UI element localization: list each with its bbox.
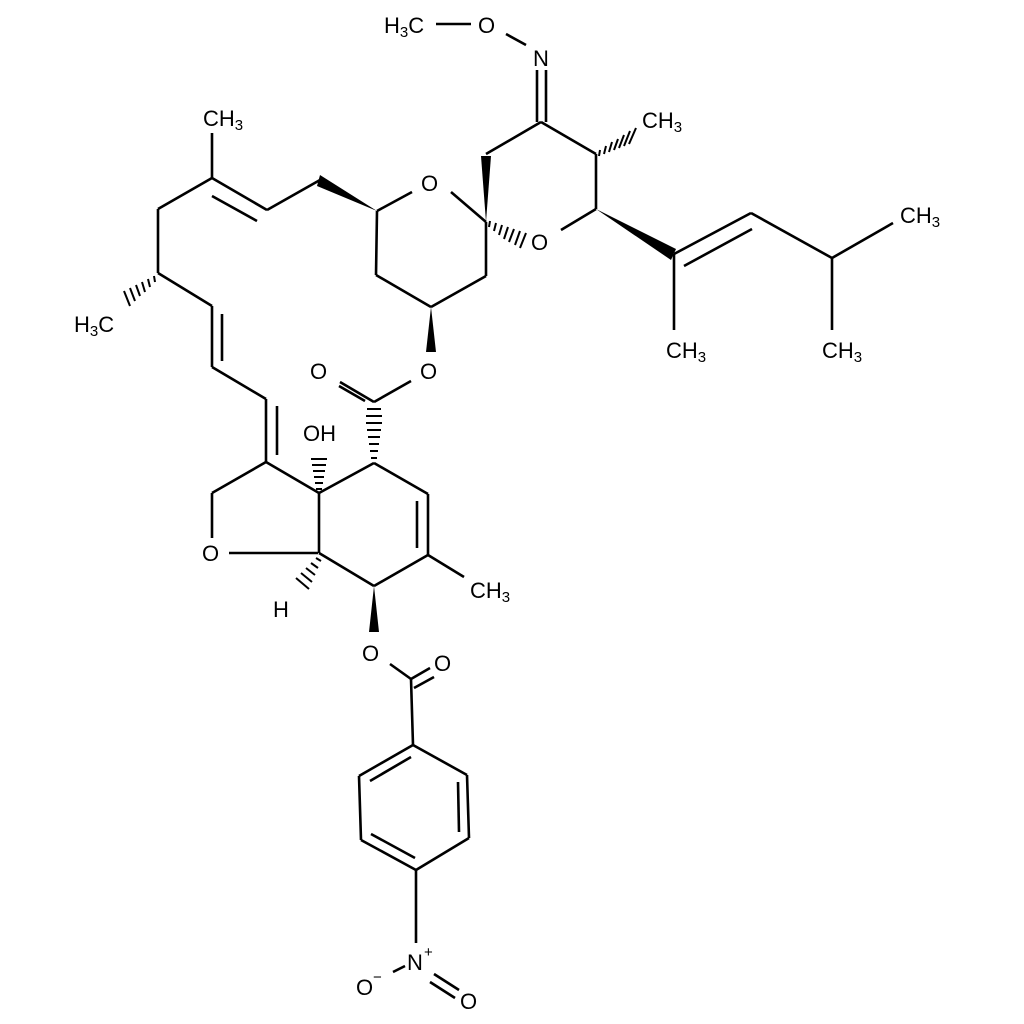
label-side-ch3-left: CH3 — [822, 338, 862, 366]
label-nitro-o-minus-charge: − — [373, 969, 382, 986]
label-oxime-o: O — [478, 13, 495, 38]
atom-labels: H3C O N CH3 O O CH3 CH3 CH3 CH3 H3C O O … — [74, 13, 940, 1014]
label-oxime-n: N — [533, 46, 549, 71]
label-cyclohexene-ch3: CH3 — [470, 578, 510, 606]
label-ring-h: H — [273, 597, 289, 622]
label-macro-ch3-top: CH3 — [203, 106, 243, 134]
label-nitro-n-charge: + — [424, 944, 433, 961]
label-side-ch3-right: CH3 — [900, 203, 940, 231]
label-benzoate-o-ester: O — [362, 641, 379, 666]
label-hydroxyl: OH — [303, 421, 336, 446]
label-macro-h3c-left: H3C — [74, 312, 114, 340]
label-lactone-o-ester: O — [420, 359, 437, 384]
label-nitro-o: O — [460, 989, 477, 1014]
label-benzoate-o-carbonyl: O — [434, 651, 451, 676]
label-ring-ch3-top: CH3 — [642, 108, 682, 136]
label-spiro-o-lower: O — [531, 230, 548, 255]
label-lactone-o-carbonyl: O — [310, 359, 327, 384]
label-nitro-n: N — [407, 950, 423, 975]
label-spiro-o-upper: O — [421, 171, 438, 196]
hashed-bonds — [123, 127, 637, 590]
wedge-bonds — [317, 156, 676, 632]
label-side-ch3-mid: CH3 — [666, 338, 706, 366]
label-furan-o: O — [202, 541, 219, 566]
bonds — [156, 22, 894, 1000]
label-methoxy-h3c: H3C — [384, 13, 424, 41]
label-nitro-o-minus: O — [356, 975, 373, 1000]
